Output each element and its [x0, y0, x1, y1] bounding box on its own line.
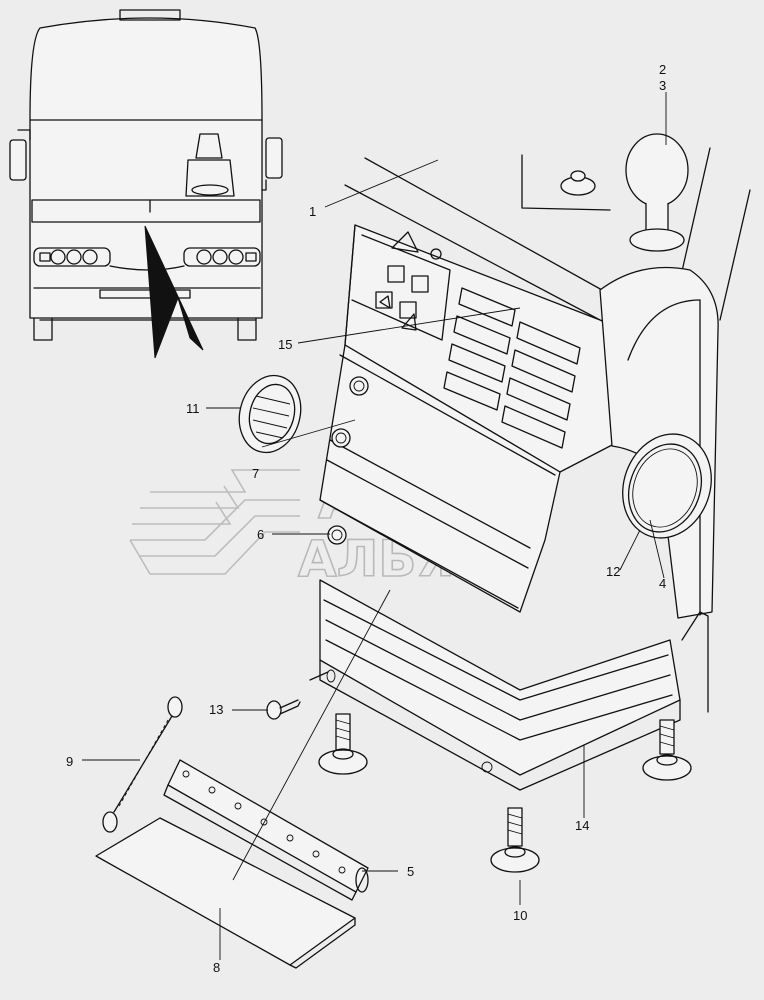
panel-flap [95, 817, 356, 969]
speaker-grille [622, 433, 712, 539]
callout-6: 6 [257, 527, 264, 542]
cable [102, 696, 183, 833]
foot-left [318, 713, 368, 775]
callout-4: 4 [659, 576, 666, 591]
callout-3: 3 [659, 78, 666, 93]
callout-8: 8 [213, 960, 220, 975]
callout-7: 7 [252, 466, 259, 481]
callout-15: 15 [278, 337, 292, 352]
small-knob [560, 170, 596, 196]
hinge [163, 759, 369, 901]
leader-lines [82, 92, 667, 960]
foot-right [642, 719, 692, 781]
watermark-logo-icon [129, 469, 300, 575]
callout-9: 9 [66, 754, 73, 769]
callout-13: 13 [209, 702, 223, 717]
callout-14: 14 [575, 818, 589, 833]
callout-10: 10 [513, 908, 527, 923]
callout-5: 5 [407, 864, 414, 879]
bus-front-view [9, 9, 283, 359]
callout-11: 11 [186, 401, 200, 416]
foot-front [490, 807, 540, 873]
screw [266, 699, 301, 720]
round-vent [238, 374, 302, 454]
callout-2: 2 [659, 62, 666, 77]
callout-labels: 1 2 3 4 5 6 7 8 9 10 11 12 13 14 15 [66, 62, 666, 975]
gear-knob [625, 133, 689, 252]
vent-grid [443, 287, 581, 449]
callout-12: 12 [606, 564, 620, 579]
callout-1: 1 [309, 204, 316, 219]
